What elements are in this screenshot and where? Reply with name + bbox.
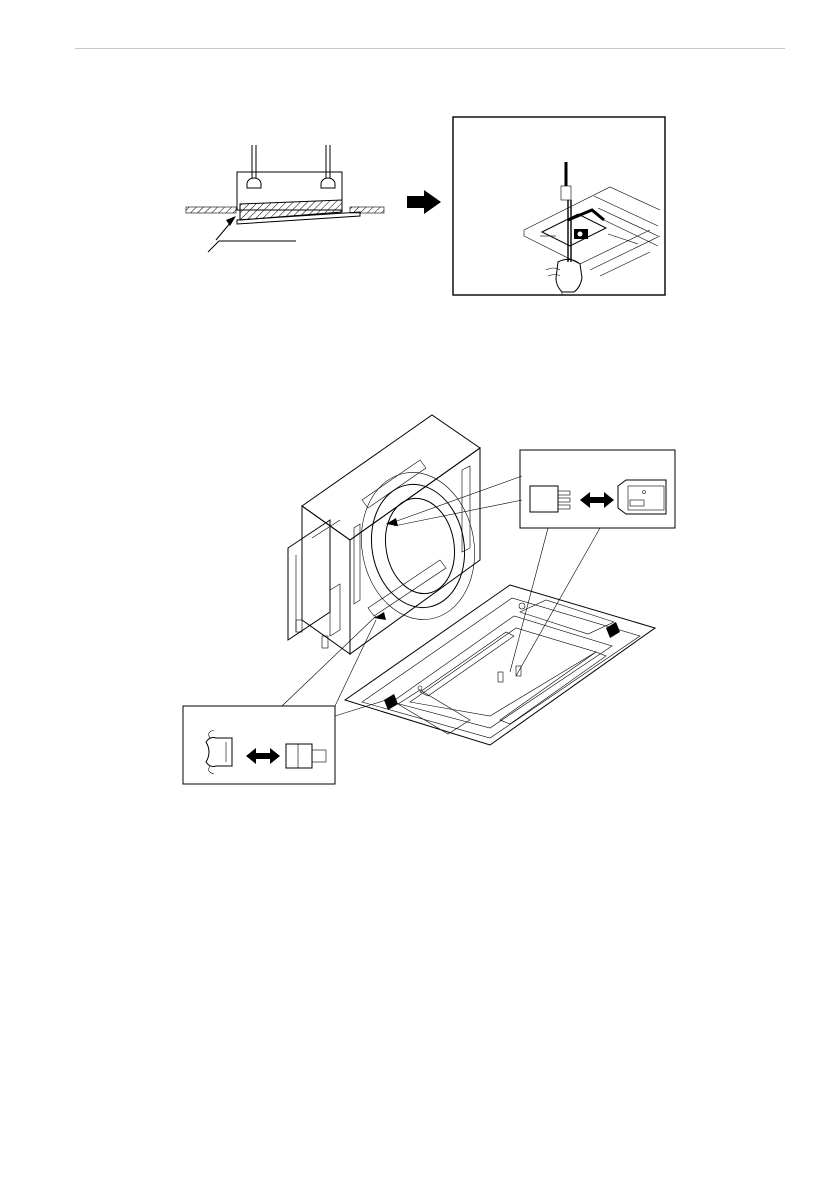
inset-frame: [453, 117, 665, 295]
unit-left-face: [302, 506, 350, 654]
unit-panel-hatched: [240, 200, 342, 220]
double-arrow-bottom-icon: [246, 748, 280, 764]
leader-line: [208, 241, 296, 252]
connector-plug-icon: [530, 486, 558, 512]
ceiling-left: [186, 207, 236, 213]
figure-screwdriver-inset: [453, 117, 665, 295]
double-arrow-icon: [580, 492, 614, 508]
ceiling-right: [350, 207, 384, 213]
figure-panel-connection: [183, 415, 675, 784]
panel-connector-left: [384, 694, 398, 710]
connector-plug-bottom-icon: [286, 744, 312, 768]
figure-side-view: [186, 145, 384, 252]
inset-connector-top: [520, 450, 675, 528]
hanger-nut-left: [247, 178, 261, 188]
arrow-right-icon: [407, 190, 441, 214]
control-box: [288, 520, 330, 640]
connector-socket-icon: [618, 480, 666, 514]
hanger-nut-right: [321, 178, 335, 188]
unit-front-face: [350, 448, 480, 654]
connector-socket-left-icon: [206, 738, 232, 767]
